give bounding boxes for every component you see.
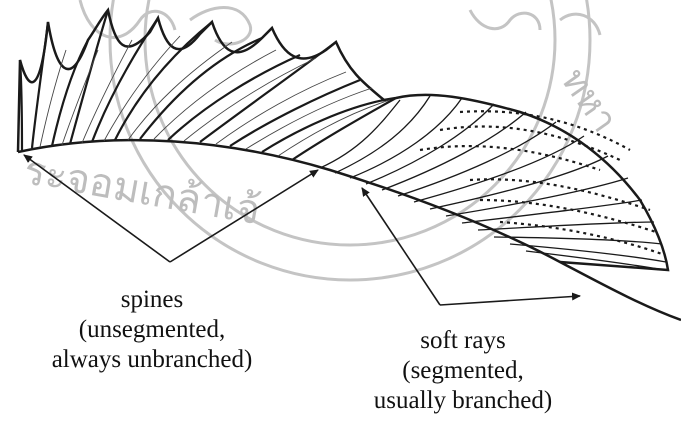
soft-rays-arrow-left [362,188,440,305]
soft-rays-label-line2: (segmented, [318,356,608,386]
spines-label-line2: (unsegmented, [2,315,302,345]
soft-rays-label-line1: soft rays [318,326,608,356]
watermark-text-right: ทหา [554,61,626,139]
soft-rays-label-line3: usually branched) [318,386,608,416]
spines-label-line3: always unbranched) [2,345,302,375]
spine-rays [20,10,396,160]
soft-rays-arrow-right [440,296,580,305]
spines-label: spines (unsegmented, always unbranched) [2,285,302,375]
soft-rays-label: soft rays (segmented, usually branched) [318,326,608,416]
spines-label-line1: spines [2,285,302,315]
